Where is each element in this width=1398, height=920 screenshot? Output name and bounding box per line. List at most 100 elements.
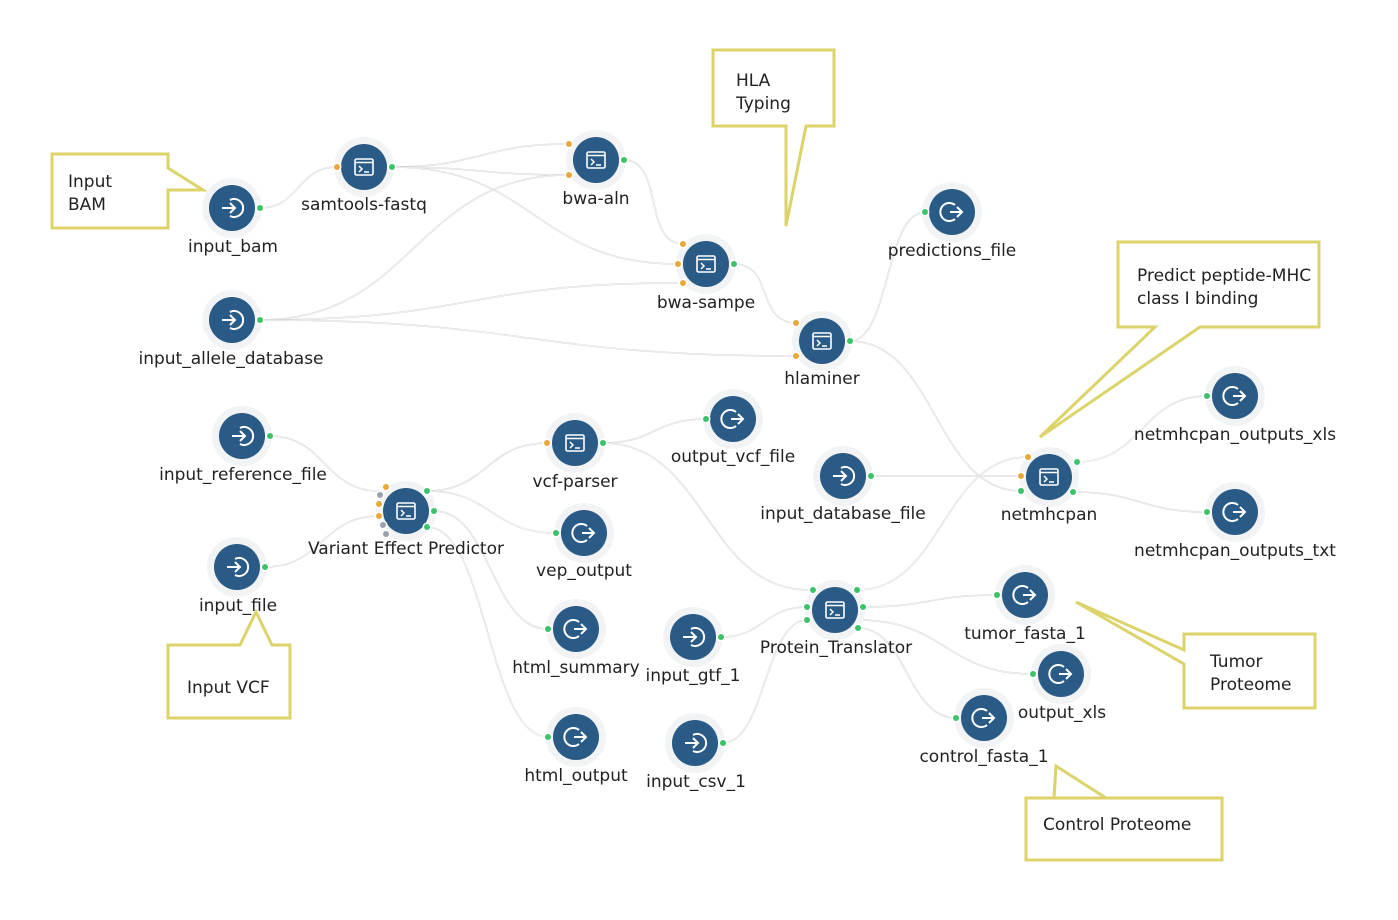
port-dot[interactable] xyxy=(600,440,606,446)
port-dot[interactable] xyxy=(953,715,959,721)
node-circle[interactable] xyxy=(383,488,429,534)
edge-line-inner xyxy=(391,143,570,168)
node-circle[interactable] xyxy=(552,420,598,466)
node-vep-output[interactable]: vep_output xyxy=(536,503,632,581)
port-dot[interactable] xyxy=(383,484,389,490)
edge-line-inner xyxy=(264,515,380,568)
edge-bwa-aln-to-bwa-sampe xyxy=(623,159,684,245)
edges-layer xyxy=(259,143,1208,744)
port-dot[interactable] xyxy=(810,587,816,593)
port-dot[interactable] xyxy=(377,492,383,498)
node-input-allele-database[interactable]: input_allele_database xyxy=(138,290,324,369)
node-bwa-sampe[interactable]: bwa-sampe xyxy=(657,234,755,313)
node-circle[interactable] xyxy=(812,587,858,633)
node-input-reference-file[interactable]: input_reference_file xyxy=(159,406,327,485)
node-circle[interactable] xyxy=(573,137,619,183)
node-circle[interactable] xyxy=(683,241,729,287)
port-dot[interactable] xyxy=(718,634,724,640)
node-label: output_vcf_file xyxy=(671,447,795,467)
node-variant-effect-predictor[interactable]: Variant Effect Predictor xyxy=(308,481,504,559)
port-dot[interactable] xyxy=(545,734,551,740)
port-dot[interactable] xyxy=(553,530,559,536)
port-dot[interactable] xyxy=(262,564,268,570)
node-netmhcpan-outputs-txt[interactable]: netmhcpan_outputs_txt xyxy=(1134,482,1336,561)
port-dot[interactable] xyxy=(380,522,386,528)
node-tumor-fasta-1[interactable]: tumor_fasta_1 xyxy=(964,565,1086,644)
node-predictions-file[interactable]: predictions_file xyxy=(888,182,1017,261)
port-dot[interactable] xyxy=(545,626,551,632)
port-dot[interactable] xyxy=(1074,459,1080,465)
node-input-csv-1[interactable]: input_csv_1 xyxy=(646,713,746,792)
port-dot[interactable] xyxy=(703,416,709,422)
node-label: tumor_fasta_1 xyxy=(964,624,1086,644)
port-dot[interactable] xyxy=(868,473,874,479)
node-netmhcpan[interactable]: netmhcpan xyxy=(1001,447,1098,525)
node-input-bam[interactable]: input_bam xyxy=(188,178,278,257)
node-samtools-fastq[interactable]: samtools-fastq xyxy=(301,137,427,215)
port-dot[interactable] xyxy=(566,141,572,147)
port-dot[interactable] xyxy=(257,205,263,211)
port-dot[interactable] xyxy=(376,501,382,507)
port-dot[interactable] xyxy=(855,625,861,631)
port-dot[interactable] xyxy=(922,209,928,215)
callout-text-line: Input xyxy=(68,172,112,192)
node-html-output[interactable]: html_output xyxy=(524,707,628,786)
port-dot[interactable] xyxy=(1204,509,1210,515)
edge-input-file-to-variant-effect-predictor xyxy=(264,515,380,568)
port-dot[interactable] xyxy=(383,531,389,537)
node-circle[interactable] xyxy=(799,318,845,364)
port-dot[interactable] xyxy=(675,261,681,267)
port-dot[interactable] xyxy=(1070,489,1076,495)
node-bwa-aln[interactable]: bwa-aln xyxy=(562,130,630,209)
terminal-icon xyxy=(586,151,606,169)
edge-variant-effect-predictor-to-vcf-parser xyxy=(426,442,548,492)
port-dot[interactable] xyxy=(860,604,866,610)
port-dot[interactable] xyxy=(804,617,810,623)
port-dot[interactable] xyxy=(621,157,627,163)
port-dot[interactable] xyxy=(389,164,395,170)
port-dot[interactable] xyxy=(793,320,799,326)
node-output-xls[interactable]: output_xls xyxy=(1018,644,1106,723)
node-output-vcf-file[interactable]: output_vcf_file xyxy=(671,389,795,467)
terminal-icon xyxy=(396,502,416,520)
edge-input-bam-to-samtools-fastq xyxy=(259,166,338,209)
port-dot[interactable] xyxy=(1018,473,1024,479)
port-dot[interactable] xyxy=(257,317,263,323)
callout-text-line: Predict peptide-MHC xyxy=(1137,266,1311,286)
port-dot[interactable] xyxy=(1030,671,1036,677)
port-dot[interactable] xyxy=(720,740,726,746)
port-dot[interactable] xyxy=(847,338,853,344)
port-dot[interactable] xyxy=(793,353,799,359)
port-dot[interactable] xyxy=(854,587,860,593)
node-input-database-file[interactable]: input_database_file xyxy=(760,446,926,524)
port-dot[interactable] xyxy=(424,524,430,530)
node-hlaminer[interactable]: hlaminer xyxy=(784,311,860,389)
port-dot[interactable] xyxy=(431,508,437,514)
port-dot[interactable] xyxy=(424,488,430,494)
port-dot[interactable] xyxy=(267,433,273,439)
node-netmhcpan-outputs-xls[interactable]: netmhcpan_outputs_xls xyxy=(1134,366,1336,445)
node-html-summary[interactable]: html_summary xyxy=(512,599,640,678)
input-arrow-icon xyxy=(685,733,708,753)
port-dot[interactable] xyxy=(334,164,340,170)
node-protein-translator[interactable]: Protein_Translator xyxy=(760,580,912,658)
nodes-layer: input_bam samtools-fastq bwa-aln bwa-sampe i… xyxy=(138,130,1336,792)
node-circle[interactable] xyxy=(341,144,387,190)
port-dot[interactable] xyxy=(1025,454,1031,460)
node-circle[interactable] xyxy=(1026,454,1072,500)
node-vcf-parser[interactable]: vcf-parser xyxy=(532,413,618,492)
port-dot[interactable] xyxy=(1204,393,1210,399)
port-dot[interactable] xyxy=(1018,488,1024,494)
port-dot[interactable] xyxy=(680,241,686,247)
port-dot[interactable] xyxy=(680,280,686,286)
port-dot[interactable] xyxy=(804,604,810,610)
port-dot[interactable] xyxy=(731,261,737,267)
port-dot[interactable] xyxy=(544,440,550,446)
port-dot[interactable] xyxy=(566,172,572,178)
port-dot[interactable] xyxy=(376,513,382,519)
port-dot[interactable] xyxy=(994,592,1000,598)
node-input-gtf-1[interactable]: input_gtf_1 xyxy=(646,607,741,686)
node-input-file[interactable]: input_file xyxy=(199,537,277,616)
node-control-fasta-1[interactable]: control_fasta_1 xyxy=(919,688,1049,767)
terminal-icon xyxy=(565,434,585,452)
